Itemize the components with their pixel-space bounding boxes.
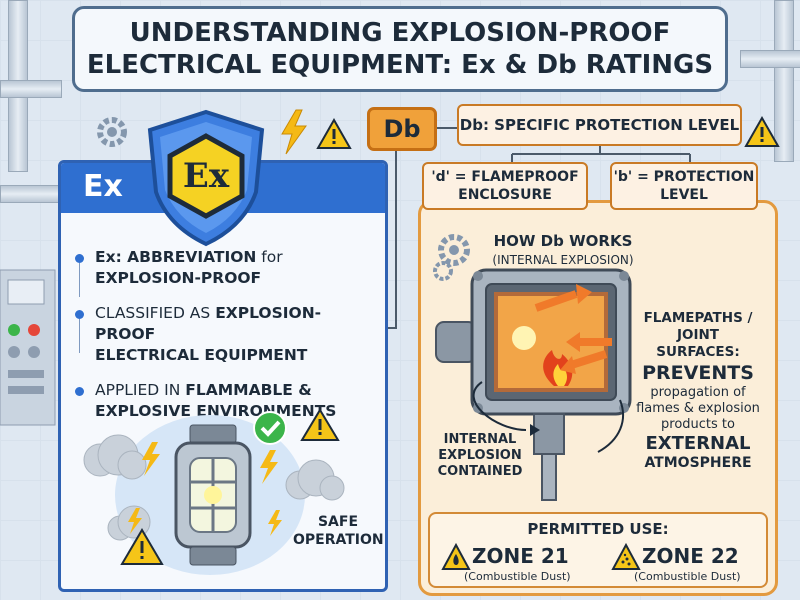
fire-warning-icon: [441, 542, 471, 570]
warning-icon: [744, 115, 780, 147]
bullet-bold-text: EXPLOSION-PROOF: [95, 304, 322, 343]
title-line-2: ELECTRICAL EQUIPMENT: Ex & Db RATINGS: [86, 50, 714, 80]
flameproof-enclosure-illustration: [435, 268, 632, 501]
bullet-bold-text: FLAMMABLE &: [185, 381, 312, 399]
check-icon: [253, 411, 287, 445]
external-label: EXTERNAL: [645, 433, 751, 454]
pipe-horizontal: [740, 50, 800, 68]
arrow-connector: [597, 399, 624, 453]
lightning-icon: [281, 109, 307, 155]
d-flameproof-box: 'd' = FLAMEPROOF ENCLOSURE: [422, 162, 588, 210]
explosion-proof-lamp-illustration: [83, 408, 345, 575]
zone-name: ZONE 22: [642, 544, 739, 568]
flamepath-description: FLAMEPATHS / JOINT SURFACES: PREVENTS pr…: [618, 310, 778, 472]
connector-line: [437, 127, 457, 129]
ex-header-label: Ex: [83, 169, 123, 204]
bullet-dot: [75, 310, 84, 319]
bullet-line-2: EXPLOSION-PROOF: [95, 269, 262, 287]
gear-icon: [433, 261, 453, 281]
gear-icon: [438, 234, 470, 266]
b-box-line-2: LEVEL: [660, 187, 708, 203]
bullet-line-2: ELECTRICAL EQUIPMENT: [95, 346, 308, 364]
permitted-use-box: PERMITTED USE: ZONE 21 (Combustible Dust…: [428, 512, 768, 588]
how-db-works-title: HOW Db WORKS: [493, 232, 633, 250]
bullet-text: CLASSIFIED AS: [95, 304, 216, 322]
bullet-text: for: [256, 248, 283, 266]
internal-explosion-label: INTERNAL EXPLOSION CONTAINED: [424, 432, 536, 480]
internal-line-2: EXPLOSION: [438, 448, 522, 463]
zone-description: (Combustible Dust): [634, 570, 741, 583]
pipe-horizontal: [0, 80, 62, 98]
control-panel-icon: [0, 269, 56, 426]
bullet-bold-text: Ex: ABBREVIATION: [95, 248, 257, 266]
bullet-dot: [75, 254, 84, 263]
d-box-line-2: ENCLOSURE: [458, 187, 552, 203]
atmosphere-label: ATMOSPHERE: [644, 455, 752, 471]
flame-line-1: FLAMEPATHS /: [643, 310, 753, 326]
ex-shield-icon: Ex: [147, 109, 265, 247]
flame-line-5: flames & explosion: [636, 401, 760, 416]
permitted-use-label: PERMITTED USE:: [527, 520, 669, 538]
b-box-line-1: 'b' = PROTECTION: [613, 169, 755, 185]
shield-label: Ex: [183, 156, 230, 196]
flame-line-4: propagation of: [650, 385, 746, 400]
db-tag: Db: [367, 107, 437, 151]
zone-description: (Combustible Dust): [464, 570, 571, 583]
flame-line-2: JOINT: [676, 327, 720, 343]
d-box-line-1: 'd' = FLAMEPROOF: [431, 169, 579, 185]
flame-line-6: products to: [661, 417, 735, 432]
pipe-vertical: [774, 0, 794, 162]
db-title-box: Db: SPECIFIC PROTECTION LEVEL: [457, 104, 742, 146]
dust-warning-icon: [611, 542, 641, 570]
internal-line-3: CONTAINED: [437, 464, 523, 479]
zone-name: ZONE 21: [472, 544, 569, 568]
internal-line-1: INTERNAL: [443, 432, 517, 447]
title-line-1: UNDERSTANDING EXPLOSION-PROOF: [129, 18, 671, 48]
title-banner: UNDERSTANDING EXPLOSION-PROOF ELECTRICAL…: [72, 6, 728, 92]
b-protection-box: 'b' = PROTECTION LEVEL: [610, 162, 758, 210]
bullet-dot: [75, 387, 84, 396]
ex-bullet-list: Ex: ABBREVIATION for EXPLOSION-PROOF CLA…: [75, 247, 375, 436]
bullet-text: APPLIED IN: [95, 381, 186, 399]
safe-operation-label: SAFE OPERATION: [293, 514, 384, 548]
how-db-works-subtitle: (INTERNAL EXPLOSION): [492, 253, 634, 267]
gear-icon: [97, 117, 127, 147]
flame-line-3: SURFACES:: [656, 344, 740, 360]
warning-icon: [316, 117, 352, 149]
list-item: Ex: ABBREVIATION for EXPLOSION-PROOF: [75, 247, 375, 297]
list-item: CLASSIFIED AS EXPLOSION-PROOF ELECTRICAL…: [75, 303, 375, 366]
prevents-label: PREVENTS: [642, 362, 754, 384]
